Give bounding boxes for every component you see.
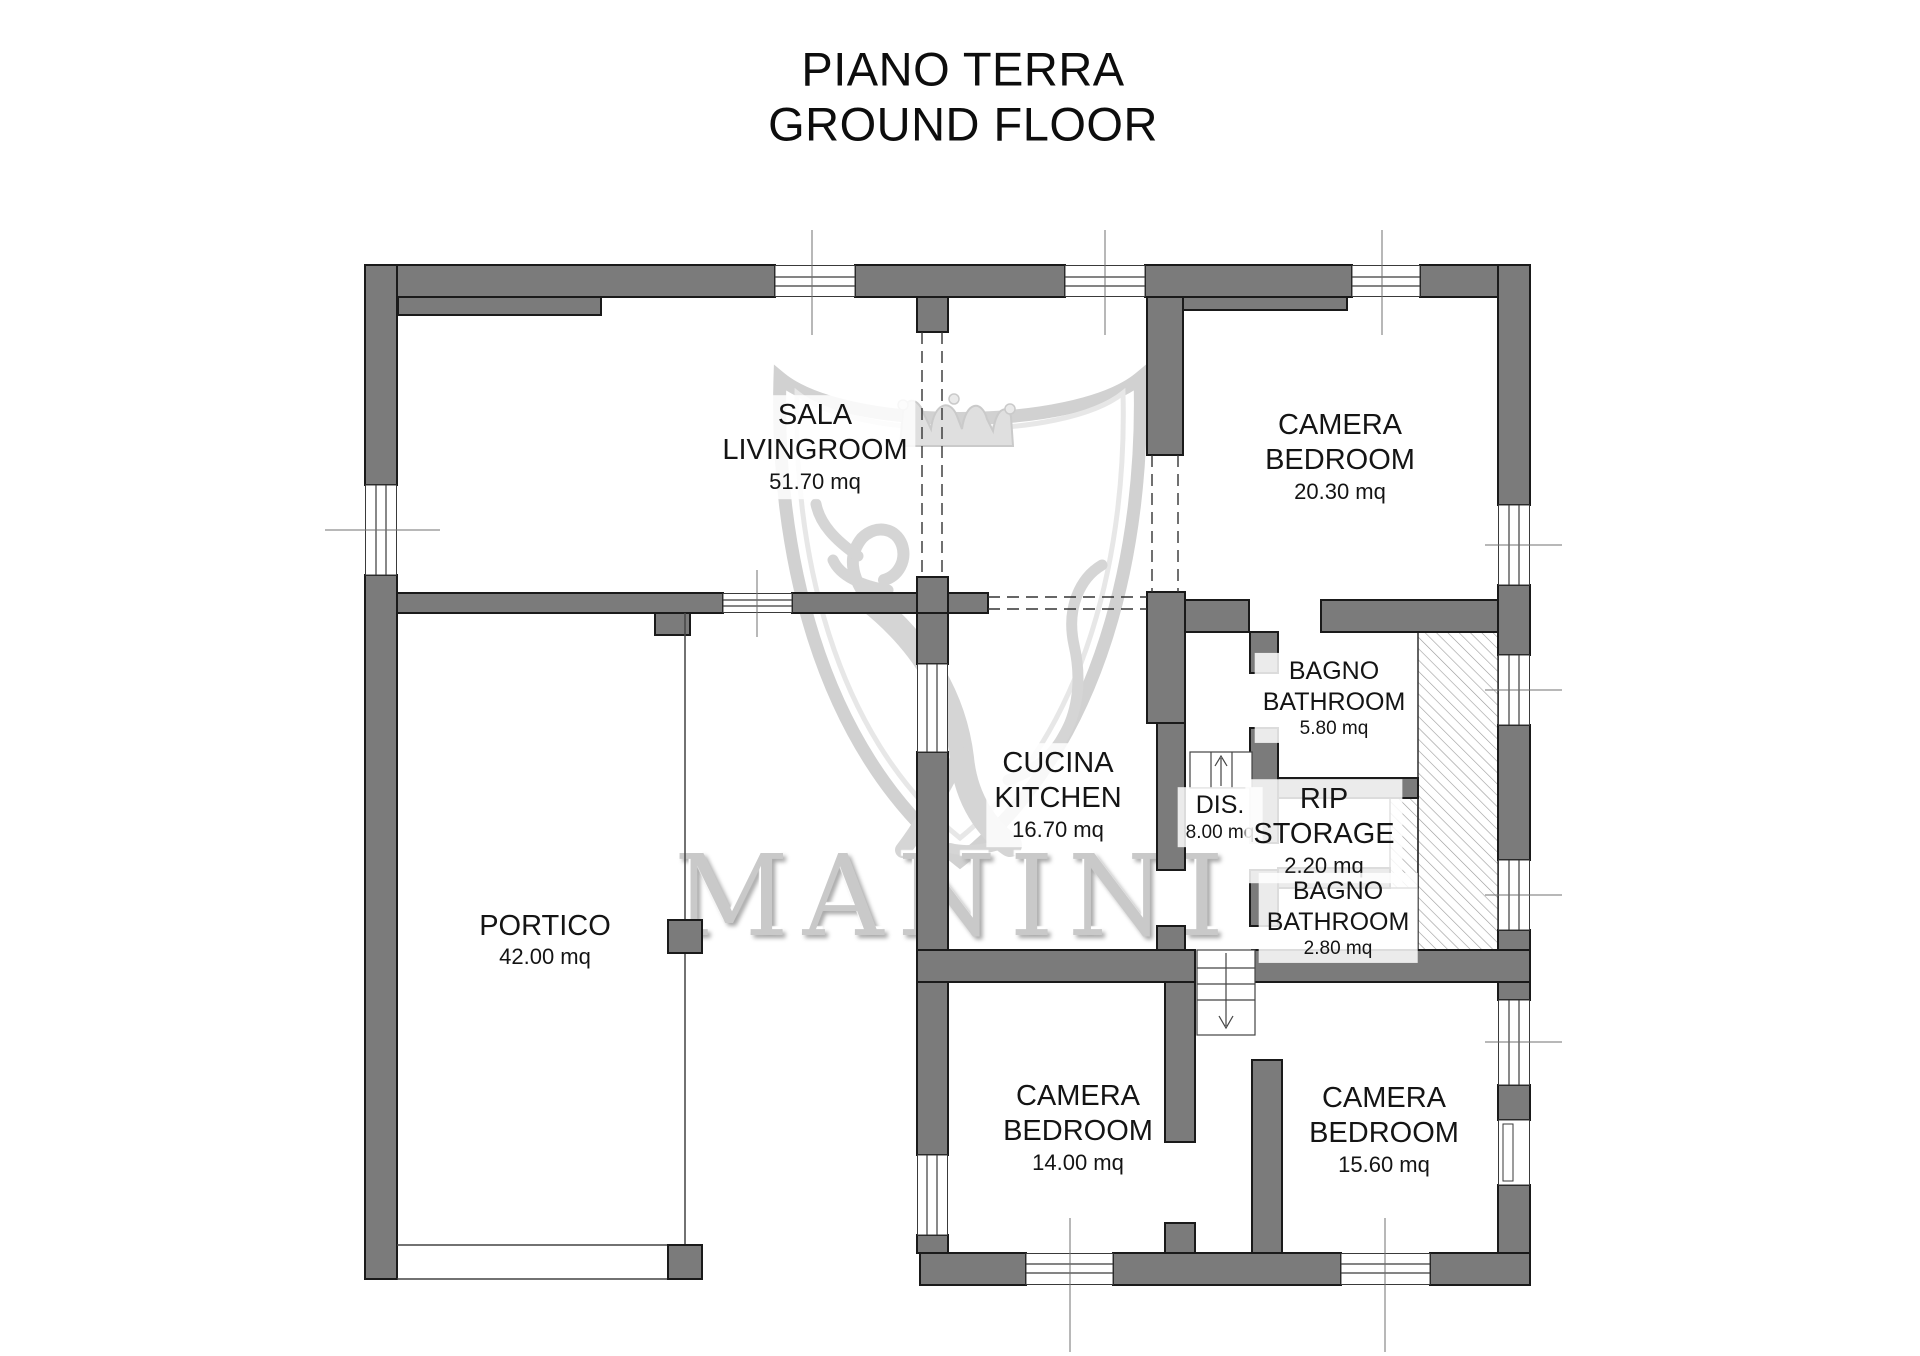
page-title: PIANO TERRA GROUND FLOOR: [768, 42, 1158, 153]
room-label-bagno-top: BAGNO BATHROOM 5.80 mq: [1254, 652, 1414, 744]
room-label-cucina: CUCINA KITCHEN 16.70 mq: [986, 743, 1130, 847]
room-label-rip: RIP STORAGE 2.20 mq: [1245, 779, 1403, 883]
window-icon: [1351, 265, 1421, 297]
dimension-tick: [325, 230, 1562, 1352]
dashed-opening: [921, 332, 1179, 610]
column: [667, 919, 703, 954]
wall-segment: [1164, 981, 1196, 1143]
title-line-english: GROUND FLOOR: [768, 98, 1158, 151]
window-icon: [917, 663, 948, 753]
room-label-bagno-bottom: BAGNO BATHROOM 2.80 mq: [1258, 872, 1418, 964]
door-icon: [1498, 1119, 1530, 1186]
wall-segment: [916, 949, 1196, 983]
wall-pier: [916, 296, 949, 333]
wall-segment: [1184, 599, 1250, 633]
room-label-camera-right: CAMERA BEDROOM 15.60 mq: [1301, 1078, 1467, 1182]
wall-segment: [1497, 264, 1531, 506]
wall-segment: [1251, 1059, 1283, 1254]
wall-segment: [916, 612, 949, 665]
wall-segment: [364, 264, 398, 486]
wall-pier: [654, 612, 691, 636]
room-label-camera-top: CAMERA BEDROOM 20.30 mq: [1257, 405, 1423, 509]
room-label-camera-left: CAMERA BEDROOM 14.00 mq: [995, 1076, 1161, 1180]
window-icon: [917, 1154, 948, 1236]
room-label-sala: SALA LIVINGROOM 51.70 mq: [714, 395, 916, 499]
window-icon: [774, 265, 856, 297]
wall-segment: [1146, 296, 1184, 456]
stairs-up-icon: [1189, 751, 1253, 789]
stairs-down-icon: [1196, 949, 1256, 1036]
crown-icon: [897, 393, 1016, 447]
portico-edge: [397, 613, 703, 1280]
column: [667, 1244, 703, 1280]
title-line-italian: PIANO TERRA: [801, 42, 1125, 96]
wall-segment: [1164, 1222, 1196, 1254]
wall-segment: [1144, 264, 1353, 298]
wall-segment: [1320, 599, 1499, 633]
room-label-portico: PORTICO 42.00 mq: [471, 905, 619, 975]
